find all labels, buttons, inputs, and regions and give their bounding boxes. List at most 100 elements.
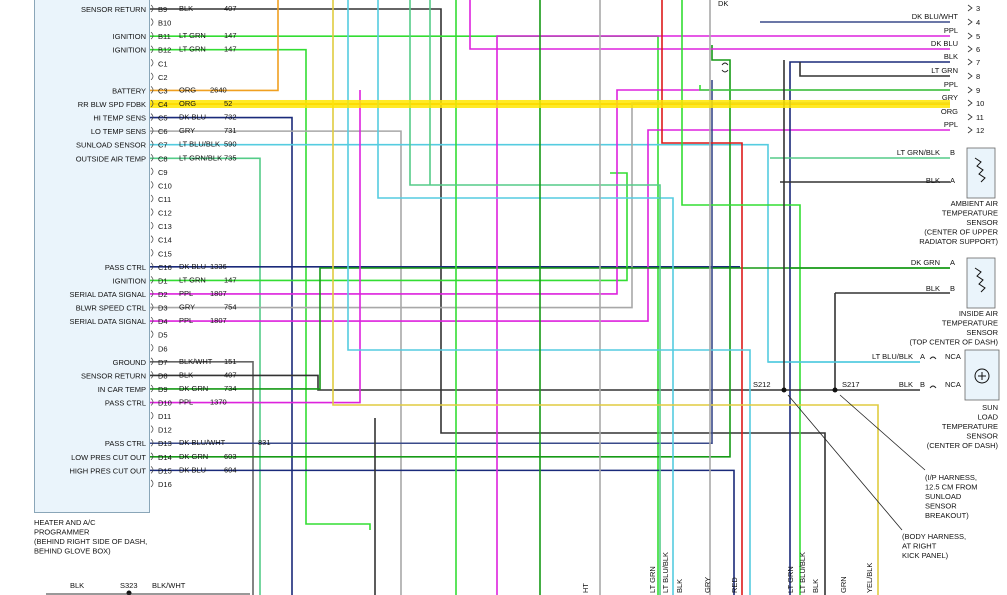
pin-function-label: OUTSIDE AIR TEMP xyxy=(76,154,146,163)
wire-ltblu1 xyxy=(377,0,674,595)
ambient-pin-wire: LT GRN/BLK xyxy=(897,148,940,157)
pin-id: C4 xyxy=(158,100,168,109)
inside-pin-letter: A xyxy=(950,258,955,267)
ambient-pin-letter: A xyxy=(950,176,955,185)
s217-note: BREAKOUT) xyxy=(925,511,969,520)
connector-top-label: DK xyxy=(718,0,728,8)
wire-d2 xyxy=(150,89,950,295)
bottom-wire-label: YEL/BLK xyxy=(865,563,874,593)
pin-bracket xyxy=(150,45,154,53)
pin-bracket xyxy=(150,99,154,108)
pin-id: D11 xyxy=(158,412,171,421)
ambient-sensor-body xyxy=(966,147,996,199)
ambient-sensor-label: SENSOR xyxy=(966,218,998,227)
ambient-sensor-thermistor-icon xyxy=(974,157,986,183)
bottom-wire-label: LT BLU/BLK xyxy=(798,552,807,593)
pin-bracket xyxy=(150,425,154,433)
wire-d13 xyxy=(150,80,713,445)
pin-bracket xyxy=(150,316,154,325)
component-layer xyxy=(46,4,1000,595)
connector-pin-mark xyxy=(967,45,973,53)
pin-id: C16 xyxy=(158,263,172,272)
s217-note: SUNLOAD xyxy=(925,492,962,501)
pin-id: C6 xyxy=(158,127,168,136)
pin-id: D5 xyxy=(158,331,168,340)
connector-wire-label: PPL xyxy=(944,26,958,35)
inside-sensor-label: (TOP CENTER OF DASH) xyxy=(910,338,999,347)
pin-bracket xyxy=(150,194,154,203)
circuit-number: 151 xyxy=(224,357,237,366)
ambient-sensor-label: AMBIENT AIR xyxy=(951,199,999,208)
pin-function-label: PASS CTRL xyxy=(105,399,146,408)
inside-sensor-body xyxy=(966,257,996,309)
wire-d1 xyxy=(150,172,628,282)
ambient-pin-wire: BLK xyxy=(926,176,940,185)
wire-color-label: PPL xyxy=(179,316,193,325)
connector-pin-mark xyxy=(967,113,973,121)
wire-color-label: ORG xyxy=(179,99,196,108)
wire-d14 xyxy=(150,45,731,458)
pin-function-label: IGNITION xyxy=(113,32,146,41)
connector-pin-number: 9 xyxy=(976,86,980,95)
highlight-band xyxy=(150,99,950,108)
bottom-wire-label: LT GRN xyxy=(648,566,657,593)
s217-note: 12.5 CM FROM xyxy=(925,483,978,492)
pin-id: C3 xyxy=(158,86,168,95)
s217-note: (I/P HARNESS, xyxy=(925,473,977,482)
pin-function-label: SUNLOAD SENSOR xyxy=(76,141,147,150)
connector-pin-mark xyxy=(967,86,973,94)
wire-yelblk xyxy=(332,0,879,595)
wire-d7 xyxy=(150,361,254,595)
pin-bracket xyxy=(150,330,154,338)
inside-pin-wire: BLK xyxy=(926,284,940,293)
pin-bracket xyxy=(150,466,154,474)
wire-color-label: BLK xyxy=(179,370,193,379)
circuit-number: 147 xyxy=(224,31,237,40)
inside-sensor-label: INSIDE AIR xyxy=(959,309,999,318)
circuit-number: 1370 xyxy=(210,398,227,407)
circuit-number: 603 xyxy=(224,452,237,461)
circuit-number: 604 xyxy=(224,465,237,474)
sun-sensor-icon-cross xyxy=(978,372,986,380)
wire-color-label: LT GRN xyxy=(179,45,206,54)
pin-id: D10 xyxy=(158,399,172,408)
wire-b12 xyxy=(150,48,371,530)
pin-id: C10 xyxy=(158,181,172,190)
pin-function-label: BLWR SPEED CTRL xyxy=(76,304,146,313)
inside-sensor-label: TEMPERATURE xyxy=(942,319,998,328)
connector-wire-label: DK BLU xyxy=(931,39,958,48)
pin-function-label: GROUND xyxy=(113,358,147,367)
pin-bracket xyxy=(150,72,154,81)
s323-left-wire: BLK xyxy=(70,581,84,590)
sun-sensor-label: SUN xyxy=(982,403,998,412)
wire-p5 xyxy=(469,0,950,50)
pin-id: D1 xyxy=(158,276,168,285)
pin-bracket xyxy=(150,343,154,352)
s217-note: SENSOR xyxy=(925,502,957,511)
splice-s217-dot xyxy=(832,387,838,393)
circuit-number: 734 xyxy=(224,384,237,393)
connector-pin-number: 10 xyxy=(976,99,984,108)
pin-function-label: SERIAL DATA SIGNAL xyxy=(69,290,146,299)
pin-id: D3 xyxy=(158,304,168,313)
wire-ltblu2 xyxy=(347,0,751,595)
s212-leader xyxy=(787,394,903,531)
s212-note: KICK PANEL) xyxy=(902,551,949,560)
inside-sensor-label: SENSOR xyxy=(966,328,998,337)
s212-note: AT RIGHT xyxy=(902,542,937,551)
pin-id: C8 xyxy=(158,154,168,163)
programmer-module-box xyxy=(34,0,150,513)
sun-pin-wire: BLK xyxy=(899,380,913,389)
ambient-sensor-label: RADIATOR SUPPORT) xyxy=(919,237,998,246)
programmer-name: PROGRAMMER xyxy=(34,528,90,537)
wire-d8 xyxy=(150,374,784,391)
wire-color-label: LT GRN xyxy=(179,275,206,284)
pin-bracket xyxy=(150,398,154,406)
wire-c3 xyxy=(150,0,279,92)
sun-pin-letter: A xyxy=(920,352,925,361)
bottom-wire-label: BLK xyxy=(811,579,820,593)
wire-p4 xyxy=(496,35,950,595)
wire-p6 xyxy=(789,61,950,595)
pin-bracket xyxy=(150,248,154,257)
sun-sensor-label: SENSOR xyxy=(966,432,998,441)
